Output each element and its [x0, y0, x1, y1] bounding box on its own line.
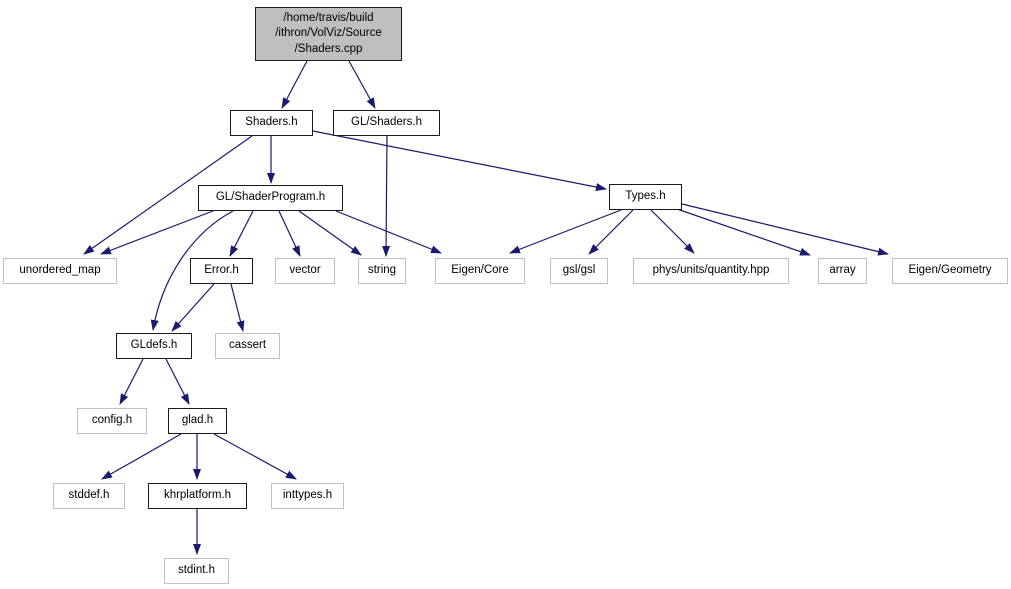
node-gl-shaderprogram-h[interactable]: GL/ShaderProgram.h — [198, 185, 343, 211]
edge-gldefs-h-to-config-h — [119, 358, 144, 405]
edge-error-h-to-gldefs-h — [171, 283, 215, 332]
node-unordered-map: unordered_map — [3, 258, 117, 284]
node-stdint-h: stdint.h — [164, 558, 229, 584]
edge-types-h-to-gsl-gsl — [588, 209, 634, 255]
edge-types-h-to-eigen-geometry — [681, 203, 889, 256]
node-glad-h[interactable]: glad.h — [168, 408, 227, 434]
edge-error-h-to-cassert — [230, 283, 245, 332]
edge-shaders-cpp-to-shaders-h — [281, 60, 308, 109]
node-gsl-gsl: gsl/gsl — [550, 258, 608, 284]
edge-shaders-h-to-unordered-map — [83, 135, 253, 255]
edge-gl-shaderprogram-h-to-string — [298, 210, 362, 256]
node-shaders-h[interactable]: Shaders.h — [230, 110, 313, 136]
edge-gl-shaders-h-to-string — [382, 135, 391, 257]
node-types-h[interactable]: Types.h — [609, 184, 682, 210]
edge-types-h-to-eigen-core — [509, 209, 622, 254]
node-stddef-h: stddef.h — [53, 483, 125, 509]
edge-shaders-cpp-to-gl-shaders-h — [348, 60, 376, 109]
edge-glad-h-to-stddef-h — [101, 433, 182, 480]
node-shaders-cpp: /home/travis/build /ithron/VolViz/Source… — [255, 7, 402, 61]
node-gldefs-h[interactable]: GLdefs.h — [116, 333, 192, 359]
node-array: array — [818, 258, 867, 284]
node-cassert: cassert — [215, 333, 280, 359]
node-inttypes-h: inttypes.h — [271, 483, 344, 509]
node-phys-units-quantity-hpp: phys/units/quantity.hpp — [633, 258, 789, 284]
node-gl-shaders-h[interactable]: GL/Shaders.h — [333, 110, 440, 136]
edge-shaders-h-to-types-h — [312, 130, 607, 191]
edge-gl-shaderprogram-h-to-unordered-map — [100, 210, 214, 255]
edge-gl-shaderprogram-h-to-eigen-core — [335, 210, 442, 254]
node-vector: vector — [275, 258, 335, 284]
edge-types-h-to-phys-units — [650, 209, 695, 254]
node-error-h[interactable]: Error.h — [190, 258, 253, 284]
edge-types-h-to-array — [676, 208, 811, 256]
edge-glad-h-to-inttypes-h — [213, 433, 297, 480]
node-khrplatform-h[interactable]: khrplatform.h — [148, 483, 247, 509]
edge-gl-shaderprogram-h-to-gldefs-h — [150, 210, 234, 331]
node-eigen-geometry: Eigen/Geometry — [892, 258, 1008, 284]
node-string: string — [358, 258, 406, 284]
node-eigen-core: Eigen/Core — [435, 258, 525, 284]
edge-gl-shaderprogram-h-to-error-h — [229, 210, 254, 257]
node-config-h: config.h — [77, 408, 147, 434]
edge-gl-shaderprogram-h-to-vector — [278, 210, 301, 257]
edge-gldefs-h-to-glad-h — [165, 358, 190, 405]
